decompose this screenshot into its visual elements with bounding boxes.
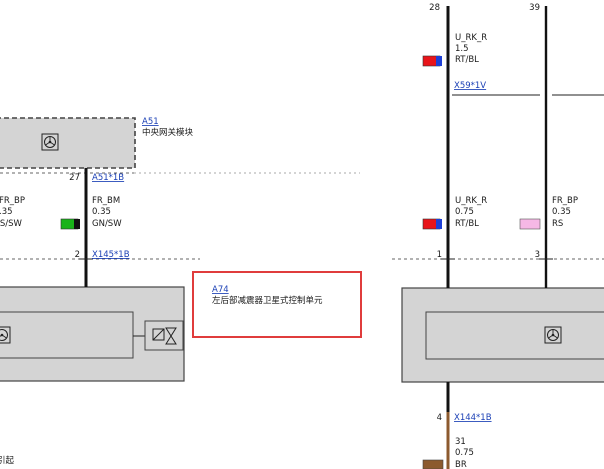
a51-code[interactable]: A51	[142, 117, 159, 127]
connector-x145[interactable]: X145*1B	[92, 250, 130, 260]
wire-a51-left-signal: FR_BP	[0, 196, 25, 206]
bottom-left-note: 引起	[0, 456, 15, 466]
pin-top-left: 28	[429, 3, 440, 13]
wire-top-left-signal: U_RK_R	[455, 33, 487, 43]
steering-wheel-icon	[0, 326, 11, 344]
a74-name: 左后部减震器卫星式控制单元	[212, 295, 323, 306]
swatch-rt-bl-top	[422, 55, 442, 67]
wire-a51-right-color: GN/SW	[92, 219, 122, 229]
swatch-br	[422, 459, 444, 469]
connector-labels: X59*1V A51*1B X145*1B X144*1B	[92, 81, 492, 423]
component-labels: A51 中央网关模块 A74 左后部减震器卫星式控制单元	[142, 117, 323, 306]
wire-bottom-color: BR	[455, 460, 467, 469]
dashed-separators	[0, 172, 604, 260]
swatch-gn-sw	[60, 218, 80, 230]
wire-top-left-size: 1.5	[455, 44, 469, 54]
wires	[84, 6, 548, 469]
connector-x59[interactable]: X59*1V	[454, 81, 486, 91]
wire-top-left-color: RT/BL	[455, 55, 479, 65]
pin-x144-bottom: 4	[437, 413, 442, 423]
wire-a51-left-color: RS/SW	[0, 219, 23, 229]
swatch-rt-bl-mid	[422, 218, 442, 230]
wire-mid-left-signal: U_RK_R	[455, 196, 487, 206]
pin-a51: 27	[69, 173, 80, 183]
pin-x145: 2	[75, 250, 80, 260]
a74-module-box[interactable]	[0, 286, 185, 382]
wire-bottom-size: 0.75	[455, 448, 474, 458]
pin-numbers: 28 39 27 2 1 3 4	[69, 3, 540, 423]
steering-wheel-icon	[41, 133, 59, 151]
wire-mid-right-color: RS	[552, 219, 563, 229]
wire-bottom-signal: 31	[455, 437, 466, 447]
right-module-box[interactable]	[401, 287, 604, 383]
wire-a51-right-size: 0.35	[92, 207, 111, 217]
connector-a51[interactable]: A51*1B	[92, 173, 124, 183]
steering-wheel-icon	[544, 326, 562, 344]
wire-mid-right-size: 0.35	[552, 207, 571, 217]
wire-labels: U_RK_R 1.5 RT/BL U_RK_R 0.75 RT/BL FR_BP…	[0, 33, 578, 469]
wire-color-swatches	[60, 55, 541, 469]
wire-mid-right-signal: FR_BP	[552, 196, 578, 206]
pin-x144-left: 1	[437, 250, 442, 260]
a51-module-box[interactable]	[0, 117, 136, 169]
a51-name: 中央网关模块	[142, 127, 194, 138]
a74-code[interactable]: A74	[212, 285, 229, 295]
pin-top-right: 39	[529, 3, 540, 13]
wire-mid-left-size: 0.75	[455, 207, 474, 217]
wire-a51-left-size: .35	[0, 207, 13, 217]
connector-x144[interactable]: X144*1B	[454, 413, 492, 423]
highlight-frame	[192, 271, 362, 338]
swatch-rs	[519, 218, 541, 230]
wire-mid-left-color: RT/BL	[455, 219, 479, 229]
wire-a51-right-signal: FR_BM	[92, 196, 120, 206]
solenoid-valve-icon	[133, 320, 184, 351]
pin-x144-right: 3	[535, 250, 540, 260]
